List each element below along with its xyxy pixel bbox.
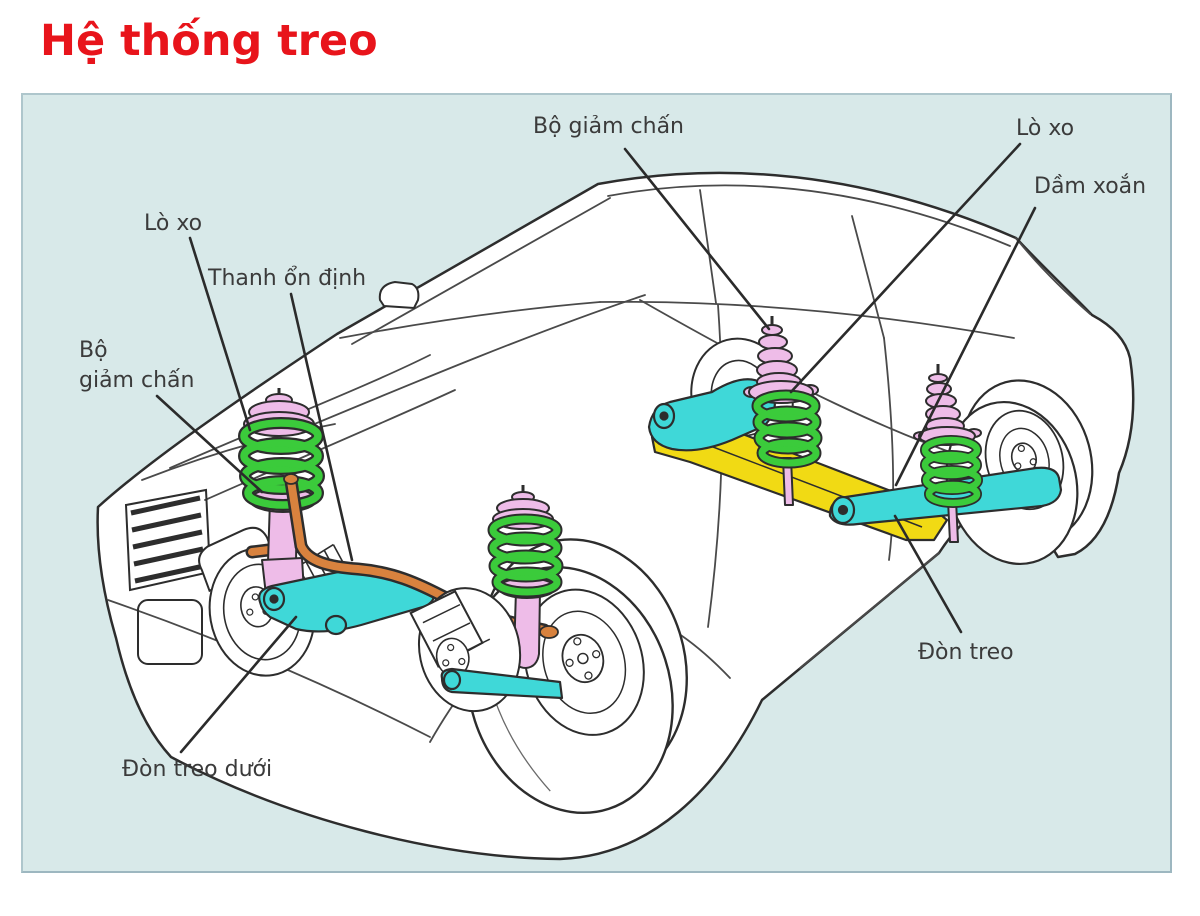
label-shock-absorber-left: Bộ giảm chấn bbox=[79, 336, 194, 396]
fog-lamp-area bbox=[137, 599, 203, 665]
leader-trailing-arm bbox=[893, 514, 963, 634]
car-suspension-illustration bbox=[96, 142, 1135, 861]
label-shock-absorber-left-line1: Bộ bbox=[79, 338, 108, 363]
leader-torsion-beam bbox=[894, 206, 1037, 487]
label-shock-absorber-left-line2: giảm chấn bbox=[79, 368, 195, 393]
leader-stabilizer bbox=[289, 292, 354, 562]
label-shock-absorber-top: Bộ giảm chấn bbox=[533, 114, 684, 139]
label-trailing-arm: Đòn treo bbox=[918, 640, 1014, 665]
leader-damper-top bbox=[623, 147, 771, 331]
label-lower-arm: Đòn treo dưới bbox=[122, 757, 273, 782]
front-right-lower-arm bbox=[440, 667, 564, 700]
label-spring-left: Lò xo bbox=[144, 211, 203, 236]
leader-lower-arm bbox=[179, 615, 298, 754]
leader-damper-left bbox=[155, 394, 264, 494]
leader-spring-left bbox=[188, 236, 252, 432]
label-torsion-beam: Dầm xoắn bbox=[1034, 174, 1147, 199]
car-body-outline bbox=[96, 171, 1135, 861]
leader-lines bbox=[155, 142, 1037, 754]
label-stabilizer-bar: Thanh ổn định bbox=[208, 266, 367, 291]
label-spring-right: Lò xo bbox=[1016, 116, 1075, 141]
leader-spring-right bbox=[789, 142, 1022, 394]
page-title: Hệ thống treo bbox=[40, 16, 378, 66]
rear-right-trailing-arm bbox=[828, 466, 1063, 526]
